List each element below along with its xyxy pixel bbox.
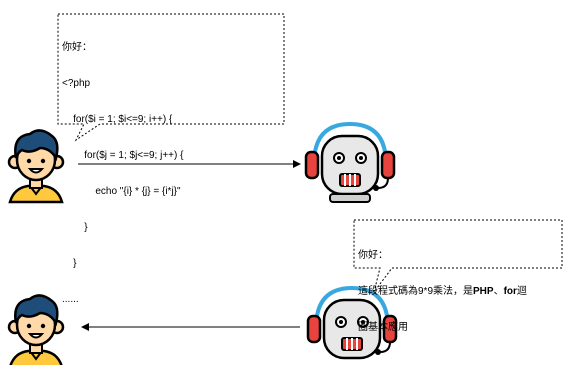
robot-message-text: 你好： 這段程式碼為9*9乘法，是PHP、for迴 圈基本應用 <box>358 226 527 346</box>
user-message-line: echo "{i} * {j} = {i*j}" <box>62 186 181 197</box>
robot-message-line: 你好： <box>358 250 388 261</box>
user-message-line: <?php <box>62 78 91 89</box>
user-message-line: } <box>62 222 88 233</box>
robot-message-bold: PHP <box>473 286 494 297</box>
user-message-line: 你好： <box>62 42 92 53</box>
user-message-line: for($j = 1; $j<=9; j++) { <box>62 150 184 161</box>
robot-message-segment: 迴 <box>516 286 527 297</box>
robot-message-segment: 、 <box>493 286 504 297</box>
robot-message-line: 圈基本應用 <box>358 322 408 333</box>
robot-message-bold: for <box>503 286 517 297</box>
robot-avatar-bottom <box>306 285 398 360</box>
user-message-text: 你好： <?php for($i = 1; $i<=9; i++) { for(… <box>62 18 183 318</box>
robot-message-segment: 這段程式碼為9*9乘法，是 <box>358 286 474 297</box>
robot-message-line: 這段程式碼為9*9乘法，是PHP、for迴 <box>358 286 527 298</box>
user-message-line: } <box>62 258 77 269</box>
robot-speech-bubble <box>353 219 563 293</box>
user-avatar-bottom <box>7 294 65 365</box>
user-message-line: ...... <box>62 294 79 305</box>
user-avatar-top <box>7 129 65 204</box>
robot-avatar-top <box>304 121 396 203</box>
user-message-line: for($i = 1; $i<=9; i++) { <box>62 114 173 125</box>
user-speech-bubble <box>57 13 285 142</box>
